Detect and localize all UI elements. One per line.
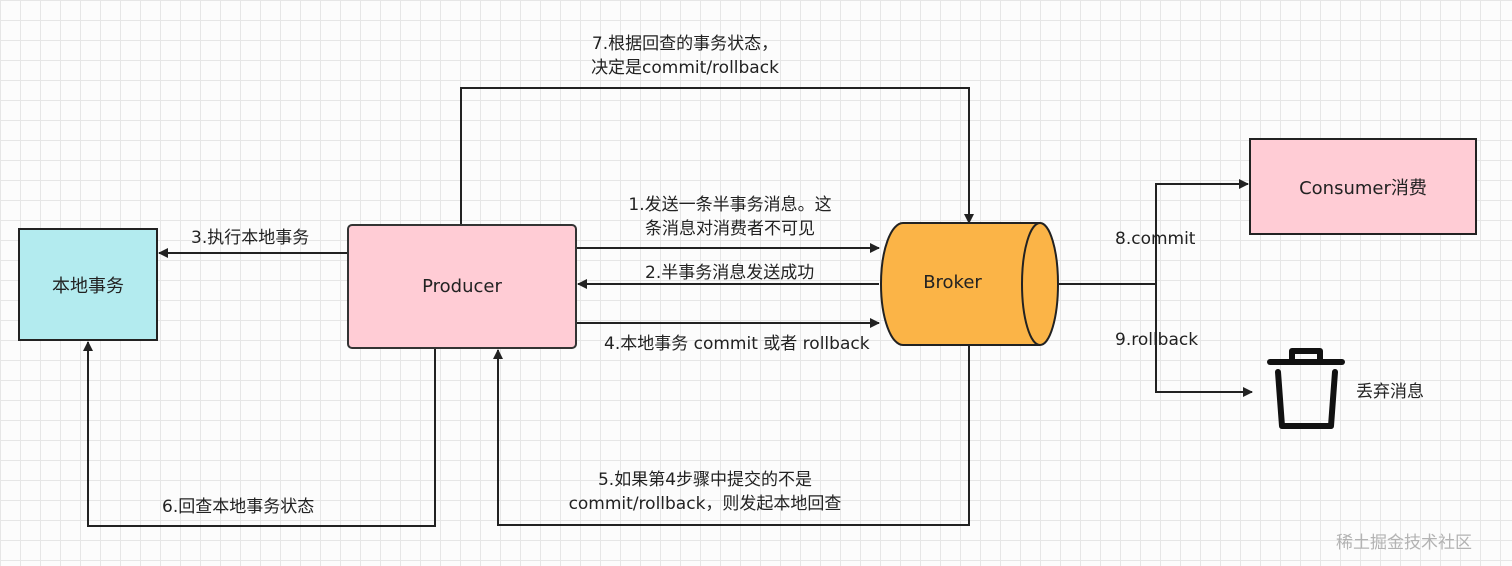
arrow-step5 (493, 345, 970, 526)
producer-label: Producer (422, 276, 502, 297)
watermark: 稀土掘金技术社区 (1336, 533, 1472, 553)
step4-label: 4.本地事务 commit 或者 rollback (604, 334, 870, 354)
arrow-step9 (1155, 284, 1253, 397)
consumer-node: Consumer消费 (1249, 138, 1477, 235)
step7-label-line1: 7.根据回查的事务状态， (591, 34, 779, 54)
step7-label: 7.根据回查的事务状态， 决定是commit/rollback (560, 32, 810, 80)
step2-label: 2.半事务消息发送成功 (645, 263, 815, 283)
local-transaction-label: 本地事务 (52, 275, 124, 297)
step1-label: 1.发送一条半事务消息。这 条消息对消费者不可见 (600, 193, 860, 241)
step9-label: 9.rollback (1115, 330, 1199, 350)
step8-label: 8.commit (1115, 229, 1196, 249)
arrow-step8 (1155, 179, 1249, 284)
step3-label: 3.执行本地事务 (191, 228, 310, 248)
arrow-step6 (83, 341, 436, 527)
trash-icon (1267, 348, 1345, 429)
step1-label-line1: 1.发送一条半事务消息。这 (628, 195, 832, 215)
step5-label: 5.如果第4步骤中提交的不是 commit/rollback，则发起本地回查 (545, 468, 865, 516)
broker-label: Broker (923, 272, 982, 293)
producer-node: Producer (347, 224, 577, 349)
local-transaction-node: 本地事务 (18, 228, 158, 341)
consumer-label: Consumer消费 (1299, 177, 1427, 199)
step5-label-line1: 5.如果第4步骤中提交的不是 (597, 470, 813, 490)
step1-label-line2: 条消息对消费者不可见 (645, 219, 815, 239)
step7-label-line2: 决定是commit/rollback (591, 58, 779, 78)
broker-cylinder (880, 222, 1059, 346)
step5-label-line2: commit/rollback，则发起本地回查 (568, 494, 842, 514)
step6-label: 6.回查本地事务状态 (162, 497, 315, 517)
arrow-step7 (460, 87, 974, 224)
discard-label: 丢弃消息 (1356, 382, 1424, 402)
